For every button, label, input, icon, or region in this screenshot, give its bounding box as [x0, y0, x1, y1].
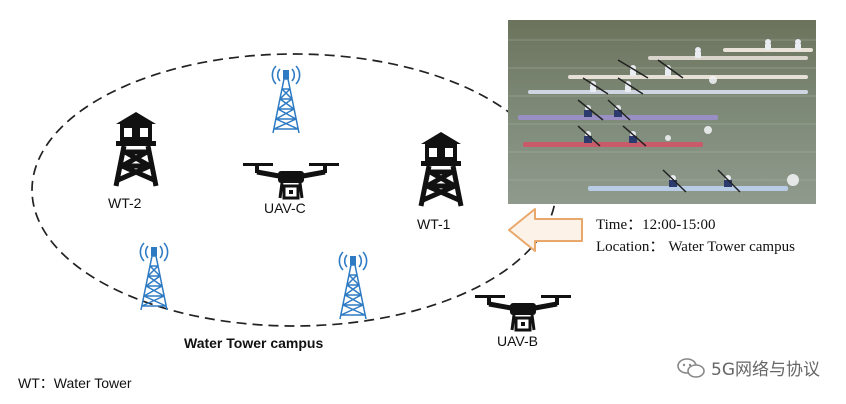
water-tower-label-wt2: WT-2 [108, 195, 142, 211]
base-station-icon [139, 242, 169, 311]
time-value: 12:00-15:00 [642, 217, 716, 233]
drone-label-uavb: UAV-B [497, 333, 538, 349]
water-tower-label-wt1: WT-1 [417, 216, 451, 232]
location-label: Location： [596, 239, 665, 255]
location-value: Water Tower campus [668, 239, 795, 255]
watermark-text: 5G网络与协议 [711, 360, 820, 380]
time-label: Time： [596, 217, 643, 233]
drone-label-uavc: UAV-C [264, 200, 306, 216]
event-location: Location：Water Tower campus [596, 235, 795, 256]
base-station-icon [271, 65, 301, 134]
drone-icon-uavc [243, 163, 339, 198]
campus-label: Water Tower campus [184, 335, 324, 351]
watermark: 5G网络与协议 [677, 355, 820, 380]
wechat-icon [677, 357, 705, 378]
info-arrow [508, 208, 583, 252]
water-tower-icon-wt2 [116, 112, 156, 186]
event-time: Time：12:00-15:00 [596, 213, 715, 234]
event-photo [508, 20, 816, 204]
water-tower-icon-wt1 [421, 132, 461, 206]
base-station-icon [338, 251, 368, 320]
legend: WT：Water Tower [18, 375, 132, 391]
drone-icon-uavb [475, 295, 571, 330]
